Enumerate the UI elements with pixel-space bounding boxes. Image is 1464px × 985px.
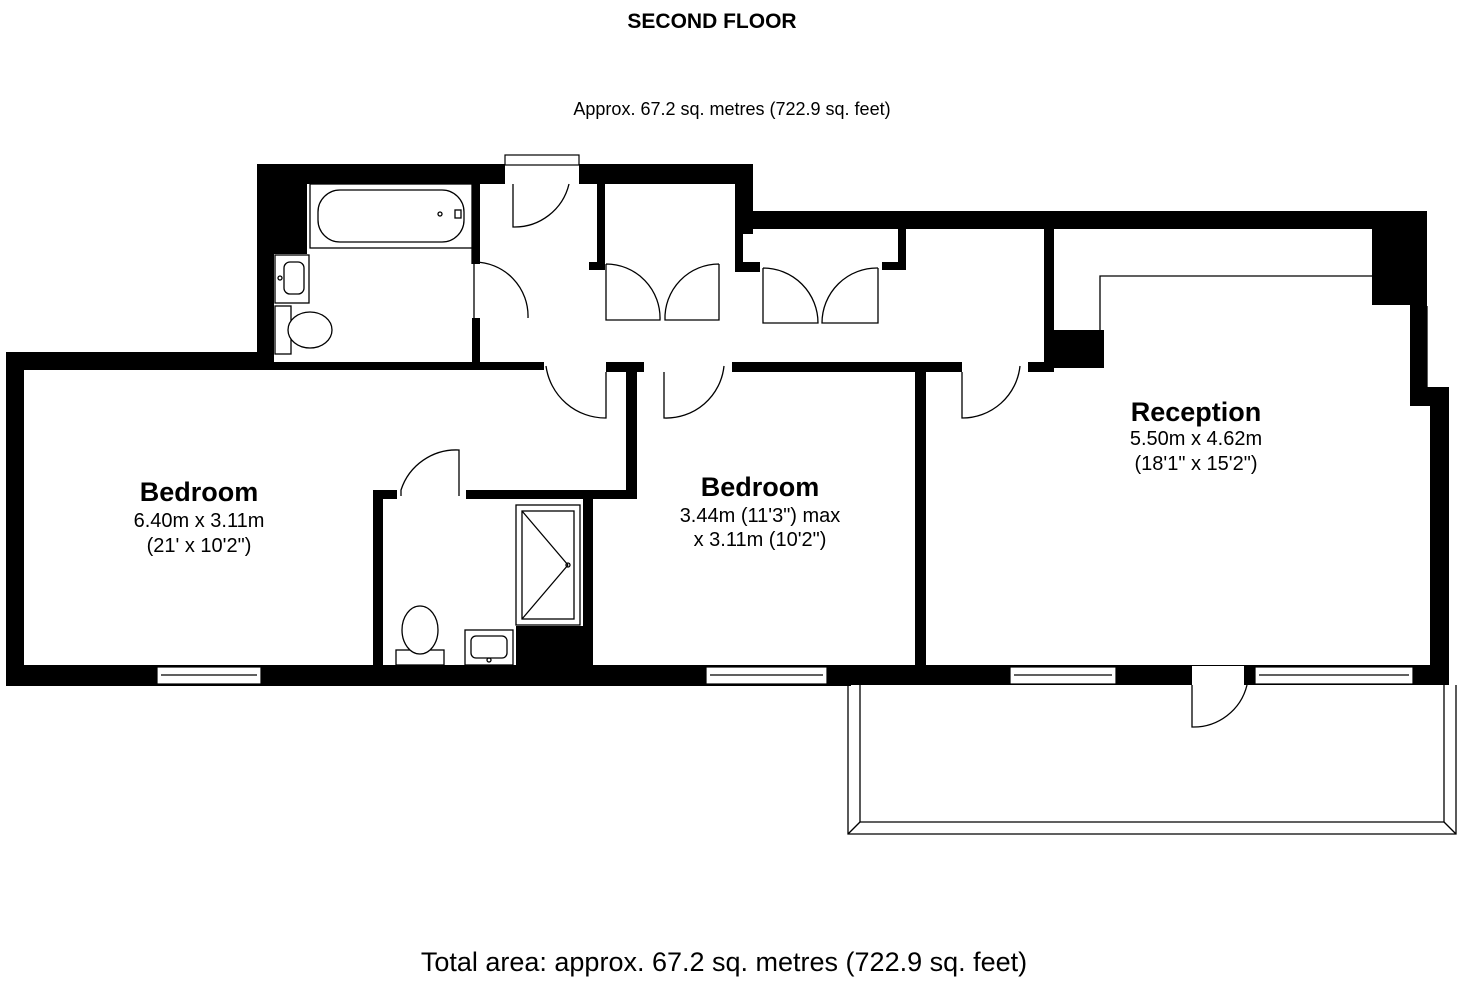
wall-ensuite-north (466, 490, 637, 499)
door-bathroom (473, 261, 529, 319)
wall-cupboard1-stub (589, 262, 605, 270)
room-bedroom1-name: Bedroom (140, 477, 259, 507)
door-entrance (512, 183, 570, 228)
wall-hall-south-2 (606, 362, 644, 372)
room-reception: Reception 5.50m x 4.62m (18'1" x 15'2") (1130, 397, 1262, 475)
wall-ensuite-west (373, 490, 383, 685)
balcony-inner (859, 685, 1445, 823)
room-reception-name: Reception (1131, 397, 1262, 427)
walls (6, 164, 1449, 686)
room-reception-dims-imperial: (18'1" x 15'2") (1134, 453, 1257, 475)
wall-cupboard2-east (898, 229, 906, 270)
room-bedroom2-name: Bedroom (701, 472, 820, 502)
pillar (1044, 330, 1104, 368)
floor-title: SECOND FLOOR (627, 10, 797, 33)
door-cupboard2-right (821, 267, 879, 324)
wall-hall-south-3 (732, 362, 962, 372)
wall-ensuite-north-stub (373, 490, 397, 499)
door-cupboard1-right (664, 263, 720, 321)
wall-bathroom-east-top (472, 164, 480, 264)
wall-reception-west-top (1044, 229, 1054, 371)
room-bedroom-1: Bedroom 6.40m x 3.11m (21' x 10'2") (134, 477, 265, 557)
floor-area: Approx. 67.2 sq. metres (722.9 sq. feet) (573, 99, 891, 119)
room-bedroom1-dims-imperial: (21' x 10'2") (147, 535, 252, 557)
wall-bedroom1-top (6, 352, 274, 370)
wall-cupboard-divider (735, 229, 743, 270)
wall-cupboard2-stub (882, 262, 906, 270)
room-bedroom-2: Bedroom 3.44m (11'3") max x 3.11m (10'2"… (680, 472, 841, 551)
door-reception (961, 365, 1021, 419)
wall-hall-north (579, 164, 753, 184)
room-bedroom2-dims-line1: 3.44m (11'3") max (680, 505, 841, 527)
door-cupboard1-left (605, 263, 661, 321)
wall-hall-south-1 (274, 362, 544, 370)
wall-west (6, 352, 24, 686)
window-hall-top (504, 154, 580, 166)
room-bedroom2-dims-line2: x 3.11m (10'2") (694, 529, 827, 551)
wall-bathroom-north (257, 164, 505, 184)
wall-bathroom-east-bottom (472, 318, 480, 370)
door-balcony (1191, 684, 1248, 728)
door-bedroom1 (545, 365, 607, 419)
wall-reception-west-stub (1028, 362, 1054, 372)
reception-recess (1099, 275, 1372, 330)
wall-bedroom2-east (915, 362, 926, 685)
wall-ensuite-east (583, 499, 593, 685)
door-ensuite (400, 449, 460, 496)
doors (400, 183, 1248, 728)
door-cupboard2-left (762, 267, 819, 324)
wall-east-lower (1430, 387, 1449, 685)
total-area: Total area: approx. 67.2 sq. metres (722… (420, 947, 1028, 977)
windows (156, 154, 1414, 685)
ensuite-pier (516, 626, 593, 685)
wall-north (735, 211, 1427, 229)
door-bedroom2 (663, 365, 725, 419)
bath-inner (317, 189, 465, 243)
wall-bedroom-partition (626, 362, 637, 499)
balcony-door-gap (1187, 666, 1249, 685)
balcony-outline (847, 685, 1457, 835)
balcony (847, 685, 1457, 835)
wall-cupboard1-west (597, 164, 605, 264)
room-reception-dims-metric: 5.50m x 4.62m (1130, 428, 1262, 450)
wall-cupboard-divider-stub (735, 262, 760, 272)
wall-east-upper (1410, 211, 1427, 406)
fixtures (274, 183, 1428, 666)
room-bedroom1-dims-metric: 6.40m x 3.11m (134, 510, 265, 532)
